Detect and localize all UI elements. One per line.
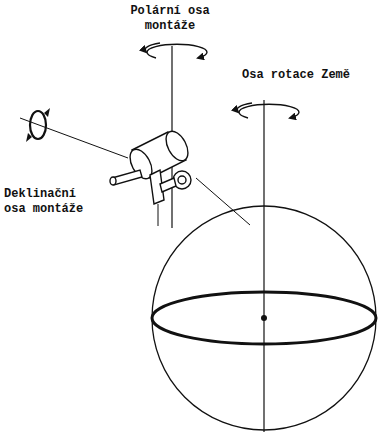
axis-label: Osa rotace Země [242, 68, 372, 83]
rotation-arrow [239, 104, 299, 118]
declination-arrow [30, 111, 46, 139]
rotation-arrow [237, 103, 252, 112]
mount [110, 128, 192, 204]
rotation-arrow [147, 44, 207, 58]
axis-label: Polární osa montáže [120, 4, 220, 34]
rotation-arrow [145, 43, 160, 52]
earth-axis [263, 100, 264, 432]
axis-label: Deklinační osa montáže [4, 187, 92, 217]
radial-line [196, 178, 250, 225]
